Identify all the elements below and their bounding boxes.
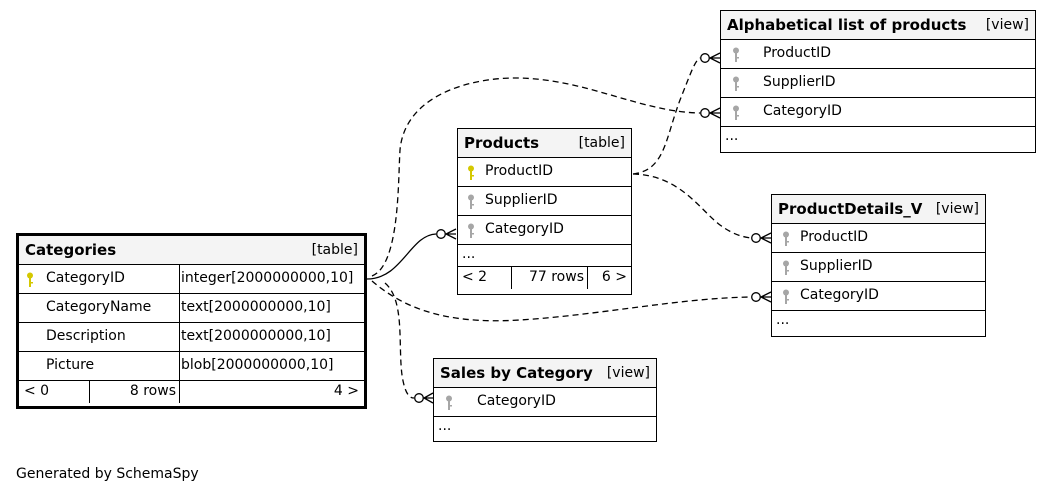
row-count: 77 rows: [528, 269, 584, 285]
column-name: CategoryName: [46, 299, 152, 315]
table-kind: [view]: [935, 201, 979, 217]
parents-link[interactable]: < 0: [24, 383, 50, 399]
generated-by-label: Generated by SchemaSpy: [16, 466, 199, 482]
column-row[interactable]: SupplierID: [772, 253, 985, 282]
more-columns: ...: [721, 127, 1035, 149]
more-columns: ...: [434, 417, 656, 439]
foreign-key-icon: [783, 289, 789, 304]
column-name: ProductID: [485, 163, 554, 179]
ellipsis-text: ...: [776, 312, 790, 328]
table-kind: [view]: [606, 365, 650, 381]
table-name: Alphabetical list of products: [727, 16, 967, 34]
more-columns: ...: [772, 311, 985, 333]
view-sales-by-category[interactable]: Sales by Category [view] CategoryID ...: [433, 358, 657, 442]
column-row[interactable]: ProductID: [721, 40, 1035, 69]
column-name: CategoryID: [763, 103, 842, 119]
table-header: Products [table]: [458, 129, 631, 158]
foreign-key-icon: [783, 231, 789, 246]
column-type: text[2000000000,10]: [181, 328, 331, 344]
column-name: CategoryID: [477, 393, 556, 409]
table-kind: [table]: [578, 135, 625, 151]
column-row[interactable]: CategoryID: [772, 282, 985, 311]
column-row[interactable]: Description text[2000000000,10]: [19, 323, 364, 352]
ellipsis-text: ...: [462, 246, 476, 262]
column-row[interactable]: SupplierID: [458, 187, 631, 216]
view-productdetails-v[interactable]: ProductDetails_V [view] ProductID Suppli…: [771, 194, 986, 337]
edge-products-productdetails: [632, 173, 752, 239]
column-row[interactable]: SupplierID: [721, 69, 1035, 98]
column-name: ProductID: [800, 229, 869, 245]
table-header: Sales by Category [view]: [434, 359, 656, 388]
column-row[interactable]: CategoryID: [434, 388, 656, 417]
column-row[interactable]: CategoryID: [721, 98, 1035, 127]
edge-categories-alphabetical: [371, 77, 701, 277]
crowfoot-productdetails-categoryid: [751, 291, 772, 303]
ellipsis-text: ...: [438, 418, 452, 434]
row-count: 8 rows: [129, 383, 176, 399]
column-name: Description: [46, 328, 126, 344]
foreign-key-icon: [733, 76, 739, 91]
edge-categories-productdetails: [371, 280, 752, 322]
column-row[interactable]: CategoryName text[2000000000,10]: [19, 294, 364, 323]
table-name: Sales by Category: [440, 364, 593, 382]
more-columns: ...: [458, 245, 631, 267]
column-name: SupplierID: [800, 258, 873, 274]
foreign-key-icon: [783, 260, 789, 275]
table-name: ProductDetails_V: [778, 200, 923, 218]
column-name: CategoryID: [485, 221, 564, 237]
table-name: Products: [464, 134, 540, 152]
table-header: Categories [table]: [19, 236, 364, 265]
primary-key-icon: [468, 165, 474, 180]
column-name: ProductID: [763, 45, 832, 61]
table-products[interactable]: Products [table] ProductID SupplierID Ca…: [457, 128, 632, 295]
table-header: Alphabetical list of products [view]: [721, 11, 1035, 40]
table-footer: < 2 77 rows 6 >: [458, 267, 631, 289]
table-name: Categories: [25, 241, 117, 259]
children-link[interactable]: 4 >: [333, 383, 359, 399]
table-kind: [table]: [311, 242, 358, 258]
table-categories[interactable]: Categories [table] CategoryID integer[20…: [16, 233, 367, 409]
foreign-key-icon: [468, 194, 474, 209]
column-name: CategoryID: [800, 287, 879, 303]
edge-categories-products: [366, 233, 437, 280]
primary-key-icon: [27, 272, 33, 287]
view-alphabetical-list-of-products[interactable]: Alphabetical list of products [view] Pro…: [720, 10, 1036, 153]
edge-products-alphabetical: [632, 57, 701, 175]
crowfoot-products: [436, 228, 457, 240]
column-row[interactable]: CategoryID: [458, 216, 631, 245]
column-row[interactable]: Picture blob[2000000000,10]: [19, 352, 364, 381]
edge-categories-sales: [384, 282, 415, 399]
table-footer: < 0 8 rows 4 >: [19, 381, 364, 403]
children-link[interactable]: 6 >: [601, 269, 627, 285]
foreign-key-icon: [733, 47, 739, 62]
column-name: SupplierID: [763, 74, 836, 90]
column-type: text[2000000000,10]: [181, 299, 331, 315]
crowfoot-sales-categoryid: [414, 392, 434, 404]
foreign-key-icon: [446, 395, 452, 410]
crowfoot-alphabetical-productid: [700, 52, 721, 64]
foreign-key-icon: [733, 105, 739, 120]
column-type: integer[2000000000,10]: [181, 270, 354, 286]
column-name: CategoryID: [46, 270, 125, 286]
column-row[interactable]: ProductID: [458, 158, 631, 187]
column-type: blob[2000000000,10]: [181, 357, 334, 373]
column-row[interactable]: CategoryID integer[2000000000,10]: [19, 265, 364, 294]
column-name: SupplierID: [485, 192, 558, 208]
foreign-key-icon: [468, 223, 474, 238]
ellipsis-text: ...: [725, 128, 739, 144]
crowfoot-alphabetical-categoryid: [700, 107, 721, 119]
column-name: Picture: [46, 357, 95, 373]
crowfoot-productdetails-productid: [751, 232, 772, 244]
column-row[interactable]: ProductID: [772, 224, 985, 253]
parents-link[interactable]: < 2: [462, 269, 488, 285]
table-kind: [view]: [985, 17, 1029, 33]
table-header: ProductDetails_V [view]: [772, 195, 985, 224]
